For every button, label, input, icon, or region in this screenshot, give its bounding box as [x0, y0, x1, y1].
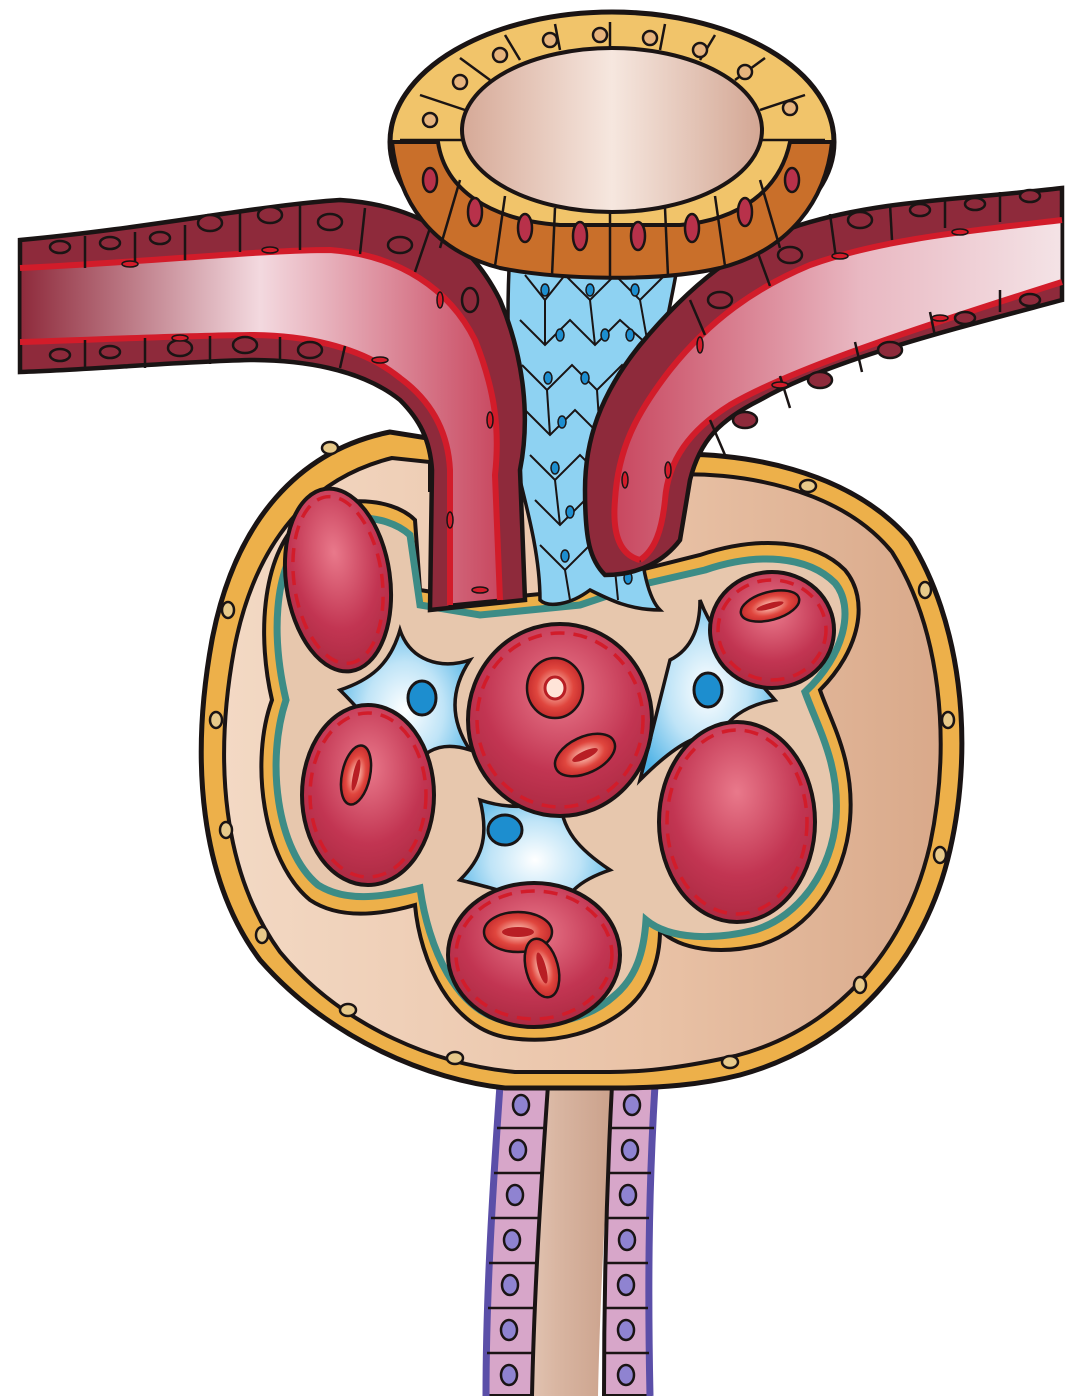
proximal-tubule	[486, 1060, 655, 1396]
distal-tubule-lumen	[462, 48, 762, 212]
glomerular-capillary	[710, 572, 834, 688]
mesangial-nucleus	[488, 815, 522, 845]
distal-tubule-macula-densa	[390, 12, 834, 280]
glomerular-capillary	[468, 624, 652, 816]
mesangial-nucleus	[408, 681, 436, 715]
glomerular-capillary	[302, 705, 434, 885]
glomerular-capillary	[448, 883, 620, 1027]
mesangial-nucleus	[694, 673, 722, 707]
glomerular-capillary	[659, 722, 815, 922]
